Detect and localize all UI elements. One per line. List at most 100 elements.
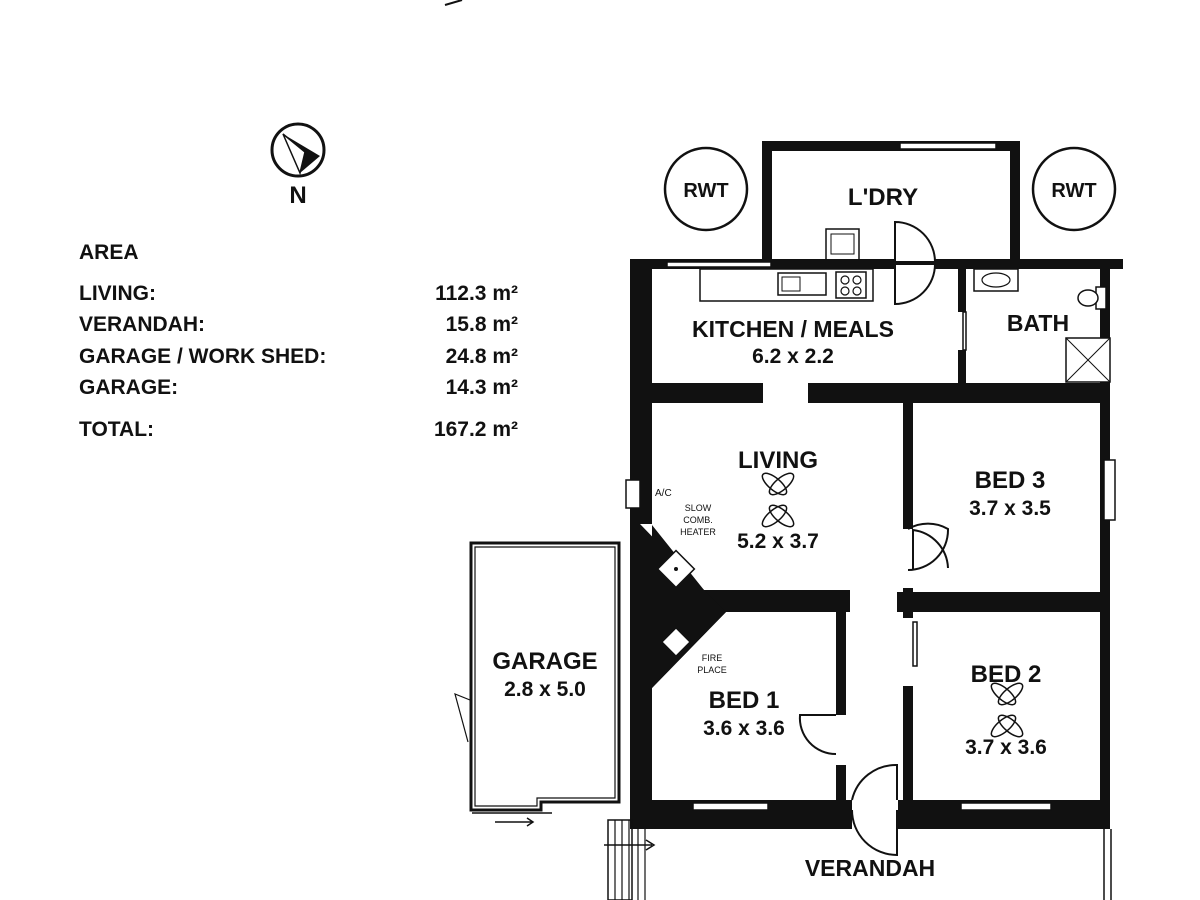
ac-unit xyxy=(625,479,641,509)
area-row-value: 15.8 m² xyxy=(446,313,518,336)
burner xyxy=(840,286,850,296)
wall-corner xyxy=(1110,259,1123,269)
fireplace-note: FIRE xyxy=(702,653,723,663)
heater-dot xyxy=(674,567,678,571)
rainwater-tank-right: RWT xyxy=(1031,146,1117,232)
sink-bowl xyxy=(781,276,801,292)
garage-side-door xyxy=(454,692,471,743)
garage-structure xyxy=(454,541,621,827)
tank-circle xyxy=(1031,146,1117,232)
laundry-walls xyxy=(762,141,1020,264)
burner xyxy=(840,275,850,285)
bed1-window xyxy=(692,802,769,811)
bed1-label: BED 1 xyxy=(709,687,780,714)
front-door-outer xyxy=(851,809,898,857)
verandah-label: VERANDAH xyxy=(805,855,935,881)
area-row-name: VERANDAH: xyxy=(79,313,205,336)
shower-cross xyxy=(1065,337,1111,383)
basin-icon xyxy=(973,268,1019,292)
wall-bath-west-low xyxy=(958,350,966,383)
bed3-door-swing xyxy=(912,528,949,570)
house-outer-walls xyxy=(625,259,1123,829)
garage-label: GARAGE xyxy=(492,648,597,675)
step-arrow-icon xyxy=(604,839,656,851)
cooktop-icon xyxy=(835,271,867,299)
steps xyxy=(607,819,633,900)
heater-note: HEATER xyxy=(680,527,716,537)
compass-label: N xyxy=(289,182,306,209)
step-lines xyxy=(614,820,646,900)
wall-bed3-bed2 xyxy=(897,592,1110,612)
verandah-post xyxy=(1103,829,1112,900)
living-size: 5.2 x 3.7 xyxy=(737,530,819,553)
hall-cupboard-door xyxy=(912,621,918,667)
wall-kitchen-bed3 xyxy=(808,383,1110,403)
area-total-name: TOTAL: xyxy=(79,418,154,441)
tank-label: RWT xyxy=(1051,180,1096,202)
area-total-value: 167.2 m² xyxy=(434,418,518,441)
area-row-value: 24.8 m² xyxy=(446,345,518,368)
interior-walls xyxy=(640,264,1110,805)
burner xyxy=(852,275,862,285)
wall xyxy=(1010,141,1020,264)
fireplace-note: PLACE xyxy=(697,665,727,675)
wall-bath-west xyxy=(958,267,966,312)
bath-label: BATH xyxy=(1007,310,1069,336)
garage-outline xyxy=(469,541,621,812)
bed3-size: 3.7 x 3.5 xyxy=(969,497,1051,520)
wall xyxy=(762,141,1020,151)
garage-arrow-icon xyxy=(472,812,552,827)
area-row-value: 14.3 m² xyxy=(446,376,518,399)
area-heading: AREA xyxy=(79,241,139,264)
front-door xyxy=(851,763,898,801)
fireplace-hearth-icon xyxy=(660,626,692,658)
wall-bed2-west xyxy=(903,686,913,800)
laundry-label: L'DRY xyxy=(848,184,918,211)
bed3-window xyxy=(1103,459,1116,521)
toilet-icon xyxy=(1077,289,1099,307)
kitchen-door xyxy=(894,263,937,306)
kitchen-sink-icon xyxy=(777,272,827,296)
tank-circle xyxy=(663,146,749,232)
bath-fittings xyxy=(973,268,1111,383)
rainwater-tank-left: RWT xyxy=(663,146,749,232)
bed2-size: 3.7 x 3.6 xyxy=(965,736,1047,759)
garage-size: 2.8 x 5.0 xyxy=(504,678,586,701)
kitchen-size: 6.2 x 2.2 xyxy=(752,345,834,368)
laundry-window xyxy=(899,142,997,150)
north-compass: N xyxy=(270,122,326,209)
burner xyxy=(852,286,862,296)
garage-inner xyxy=(474,546,616,807)
stray-mark xyxy=(444,0,463,6)
bath-sliding-door xyxy=(962,311,967,351)
compass-needle-light xyxy=(282,133,306,176)
kitchen-fittings xyxy=(699,268,874,302)
wall-living-bed3 xyxy=(903,403,913,529)
wall-bed1-east-low xyxy=(836,765,846,805)
fireplace-block xyxy=(652,525,726,688)
ceiling-fan-icon xyxy=(761,472,795,528)
wall-kitchen-living xyxy=(640,383,763,403)
kitchen-window xyxy=(666,261,772,268)
heater-note: COMB. xyxy=(683,515,713,525)
ac-label: A/C xyxy=(655,488,672,499)
ceiling-fan-icon xyxy=(990,682,1024,738)
bed1-size: 3.6 x 3.6 xyxy=(703,717,785,740)
bed2-label: BED 2 xyxy=(971,661,1042,688)
living-label: LIVING xyxy=(738,447,818,474)
wall-north xyxy=(630,259,1123,269)
area-schedule: AREA LIVING: 112.3 m² VERANDAH: 15.8 m² … xyxy=(79,241,518,441)
doors xyxy=(798,220,967,857)
area-row-value: 112.3 m² xyxy=(435,282,518,305)
wall-west xyxy=(630,259,640,829)
kitchen-label: KITCHEN / MEALS xyxy=(692,316,894,342)
bed1-door xyxy=(798,714,837,756)
bed3-label: BED 3 xyxy=(975,467,1046,494)
tub-basin xyxy=(830,233,855,255)
bed2-window xyxy=(960,802,1052,811)
heater-note: SLOW xyxy=(685,503,712,513)
wall-bed1-east xyxy=(836,612,846,715)
tank-label: RWT xyxy=(683,180,728,202)
wall xyxy=(762,141,772,264)
